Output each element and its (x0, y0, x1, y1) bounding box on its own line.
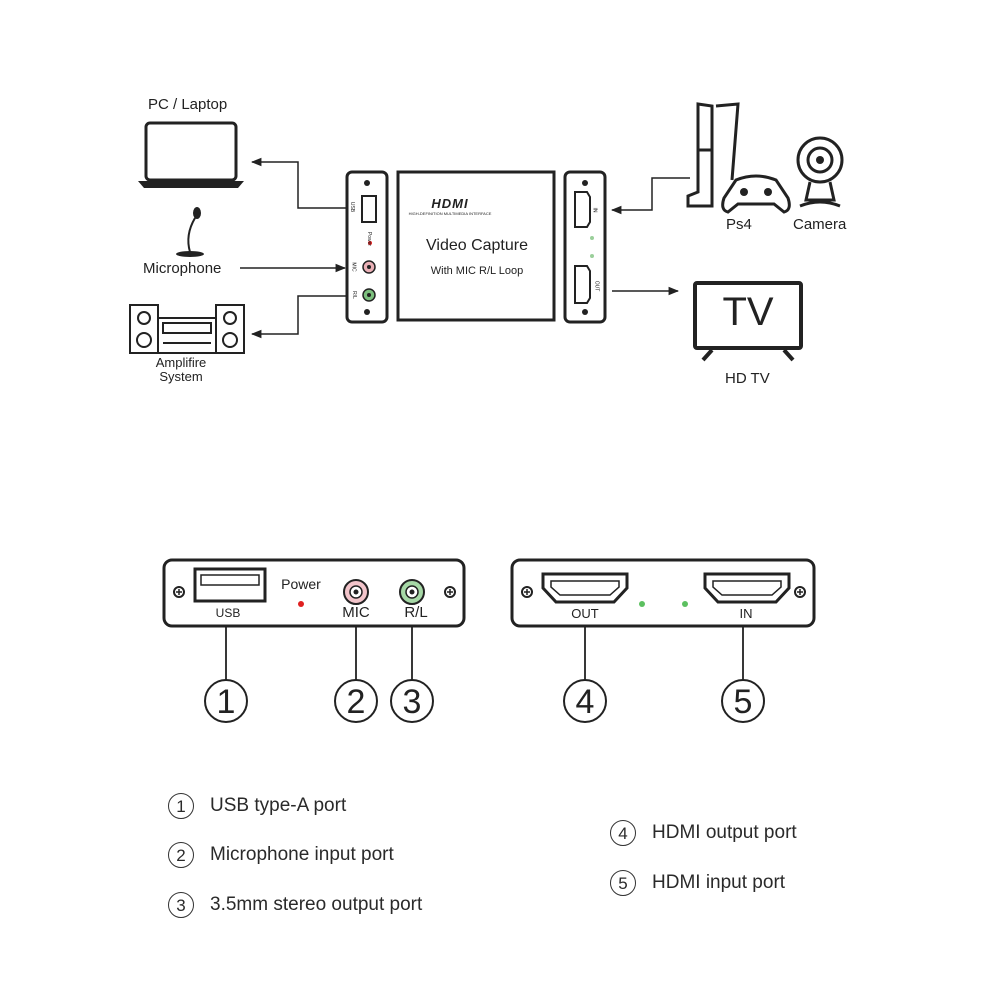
status-led-1 (639, 601, 645, 607)
legend-number-2: 2 (168, 842, 194, 868)
legend-item-3: 3 3.5mm stereo output port (168, 892, 422, 918)
camera-label: Camera (793, 216, 847, 233)
device-out-label: OUT (593, 280, 600, 292)
device-left-panel (345, 170, 389, 324)
callout-lines (225, 626, 744, 680)
amplifier-label-line2: System (159, 369, 203, 384)
legend-item-1: 1 USB type-A port (168, 793, 346, 819)
callout-2: 2 (346, 683, 366, 721)
device-title: Video Capture (426, 237, 528, 254)
amplifier-label-line1: Amplifire (155, 355, 207, 370)
power-led (298, 601, 304, 607)
panel-power-label: Power (281, 576, 321, 592)
gamepad-icon (721, 174, 791, 214)
device-in-label: IN (591, 207, 598, 213)
legend-number-4: 4 (610, 820, 636, 846)
camera-icon (796, 136, 844, 208)
ps4-console-icon (686, 102, 740, 208)
device-subtitle: With MIC R/L Loop (430, 265, 524, 277)
callout-4: 4 (575, 683, 595, 721)
legend-number-3: 3 (168, 892, 194, 918)
mic-jack (343, 579, 369, 605)
legend-text-2: Microphone input port (210, 844, 394, 865)
device-mic-label: MIC (350, 262, 357, 272)
tv-icon (693, 281, 803, 362)
hdmi-logo: HDMI (431, 196, 469, 211)
legend-number-1: 1 (168, 793, 194, 819)
port-panels (162, 558, 816, 723)
left-connection-lines (240, 157, 347, 339)
panel-rl-label: R/L (404, 604, 428, 621)
device-right-panel (563, 170, 607, 324)
pc-laptop-label: PC / Laptop (148, 96, 228, 113)
callout-3: 3 (402, 683, 422, 721)
microphone-label: Microphone (143, 260, 222, 277)
microphone-icon (176, 207, 204, 257)
hdmi-in-port (703, 572, 791, 604)
hd-tv-label: HD TV (725, 370, 770, 387)
legend-item-5: 5 HDMI input port (610, 870, 785, 896)
connection-diagram (129, 102, 844, 362)
device-power-label: Power (366, 231, 373, 247)
legend-number-5: 5 (610, 870, 636, 896)
device-rl-label: R/L (350, 291, 357, 299)
amplifier-icon (129, 304, 245, 354)
legend-text-3: 3.5mm stereo output port (210, 894, 423, 915)
tv-screen-text: TV (722, 290, 774, 334)
legend-text-5: HDMI input port (652, 872, 786, 893)
right-connection-lines (610, 177, 690, 296)
hdmi-out-port (541, 572, 629, 604)
legend-item-2: 2 Microphone input port (168, 842, 394, 868)
rl-jack (399, 579, 425, 605)
hdmi-logo-subtext: HIGH-DEFINITION MULTIMEDIA INTERFACE (408, 211, 492, 216)
panel-usb-label: USB (215, 606, 241, 620)
callout-circles (204, 679, 765, 723)
legend-text-1: USB type-A port (210, 795, 347, 816)
device-usb-label: USB (349, 201, 356, 213)
callout-5: 5 (733, 683, 753, 721)
panel-in-label: IN (739, 606, 753, 621)
device-body (396, 170, 556, 322)
ps4-label: Ps4 (726, 216, 752, 233)
legend-text-4: HDMI output port (652, 822, 797, 843)
panel-mic-label: MIC (342, 604, 370, 621)
legend-item-4: 4 HDMI output port (610, 820, 797, 846)
usb-port (193, 567, 267, 603)
laptop-icon (138, 121, 244, 188)
callout-1: 1 (216, 683, 236, 721)
amplifier-label: Amplifire System (156, 356, 207, 384)
panel-out-label: OUT (571, 606, 599, 621)
status-led-2 (682, 601, 688, 607)
